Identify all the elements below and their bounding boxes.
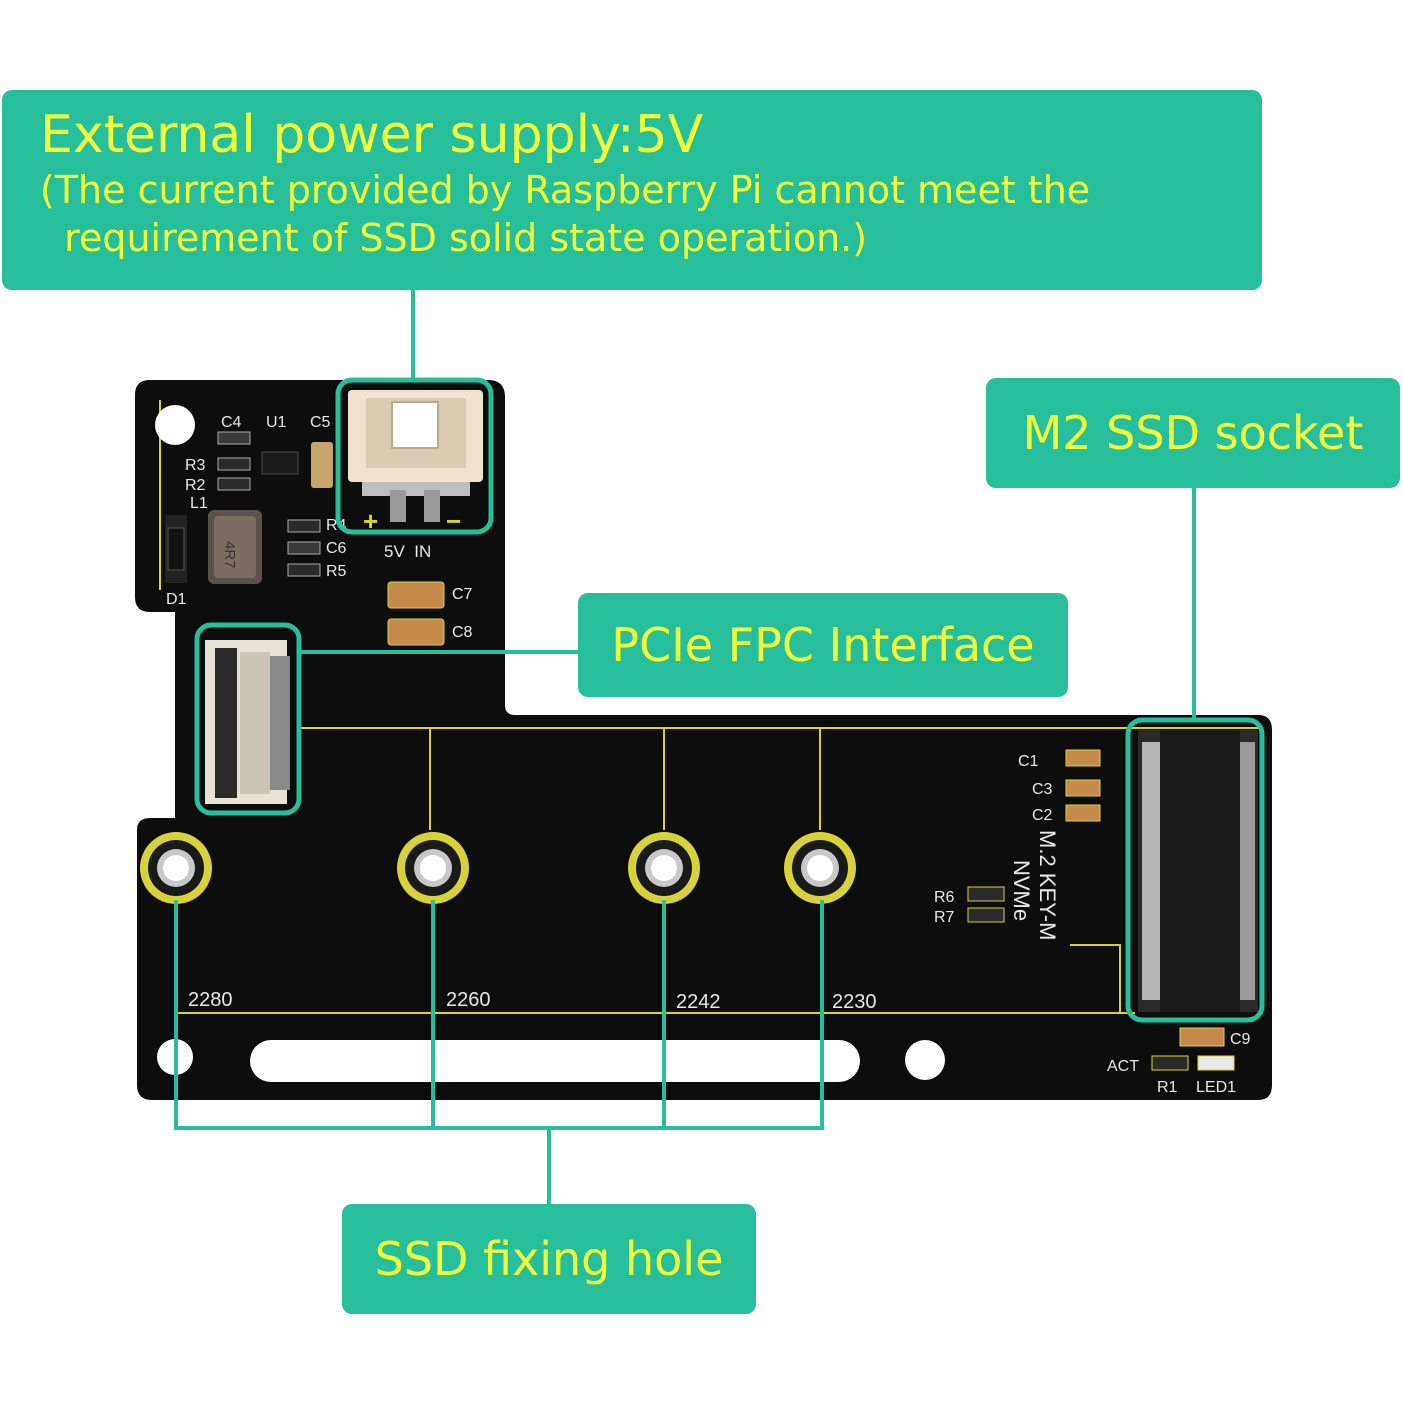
fixing-hole-2280 [140, 832, 212, 904]
ic-u1 [261, 451, 299, 475]
label-r5: R5 [326, 563, 347, 580]
size-label-2260: 2260 [446, 989, 491, 1011]
cap-c4 [217, 431, 251, 445]
label-c8: C8 [452, 624, 473, 641]
silk-notch [1070, 944, 1121, 1013]
label-c1: C1 [1018, 753, 1039, 770]
label-c6: C6 [326, 540, 347, 557]
fixing-hole-2242 [628, 832, 700, 904]
res-r5 [287, 563, 321, 577]
fixing-slot [250, 1040, 860, 1082]
fixing-hole-2230 [784, 832, 856, 904]
power-connector [348, 390, 483, 522]
res-r6 [967, 886, 1005, 902]
cap-c9 [1179, 1027, 1225, 1047]
label-c9: C9 [1230, 1031, 1251, 1048]
m2-key-label: M.2 KEY-M [1035, 830, 1060, 940]
m2-nvme-label: NVMe [1009, 860, 1034, 921]
label-r1: R1 [1157, 1079, 1178, 1096]
cap-c5 [311, 442, 333, 488]
size-label-2230: 2230 [832, 991, 877, 1013]
inductor-mark: 4R7 [221, 541, 238, 569]
fixing-hole-2260 [397, 832, 469, 904]
size-label-2280: 2280 [188, 989, 233, 1011]
res-r2 [217, 477, 251, 491]
label-l1: L1 [190, 495, 208, 512]
label-c4: C4 [221, 414, 242, 431]
fixing-hole-label: SSD fixing hole [374, 1232, 724, 1286]
label-r2: R2 [185, 477, 206, 494]
m2-socket-label: M2 SSD socket [1022, 406, 1364, 460]
size-label-2242: 2242 [676, 991, 721, 1013]
power-plus-label: + [363, 506, 378, 536]
power-minus-label: − [446, 506, 461, 536]
label-led1: LED1 [1196, 1079, 1236, 1096]
pcie-fpc-label: PCIe FPC Interface [611, 618, 1035, 672]
cap-c3 [1065, 779, 1101, 797]
fpc-connector [205, 640, 290, 804]
label-r6: R6 [934, 889, 955, 906]
cap-c6 [287, 541, 321, 555]
res-r1 [1151, 1055, 1189, 1071]
cap-c8 [387, 618, 445, 646]
highlight-fpc [194, 622, 302, 816]
m2-socket-body [1138, 730, 1258, 1012]
leader-fixing-holes [174, 900, 824, 1204]
label-r3: R3 [185, 457, 206, 474]
power-supply-note: (The current provided by Raspberry Pi ca… [40, 168, 1091, 260]
cap-c1 [1065, 749, 1101, 767]
cap-c7 [387, 581, 445, 609]
power-in-label: 5V IN [384, 542, 431, 561]
label-act: ACT [1107, 1058, 1139, 1075]
label-r7: R7 [934, 909, 955, 926]
callout-fixing-hole: SSD fixing hole [342, 1204, 756, 1314]
callout-power-supply: External power supply:5V (The current pr… [2, 90, 1262, 290]
label-d1: D1 [166, 591, 187, 608]
power-supply-title: External power supply:5V [40, 105, 704, 165]
label-c2: C2 [1032, 807, 1053, 824]
label-c5: C5 [310, 414, 331, 431]
label-c7: C7 [452, 586, 473, 603]
led-1 [1197, 1055, 1235, 1071]
callout-pcie-fpc: PCIe FPC Interface [578, 593, 1068, 697]
label-c3: C3 [1032, 781, 1053, 798]
cap-c2 [1065, 804, 1101, 822]
mount-hole-top [155, 405, 195, 445]
mount-hole-bottom-right [905, 1040, 945, 1080]
label-u1: U1 [266, 414, 287, 431]
res-r7 [967, 907, 1005, 923]
res-r4 [287, 519, 321, 533]
res-r3 [217, 457, 251, 471]
callout-m2-socket: M2 SSD socket [986, 378, 1400, 488]
